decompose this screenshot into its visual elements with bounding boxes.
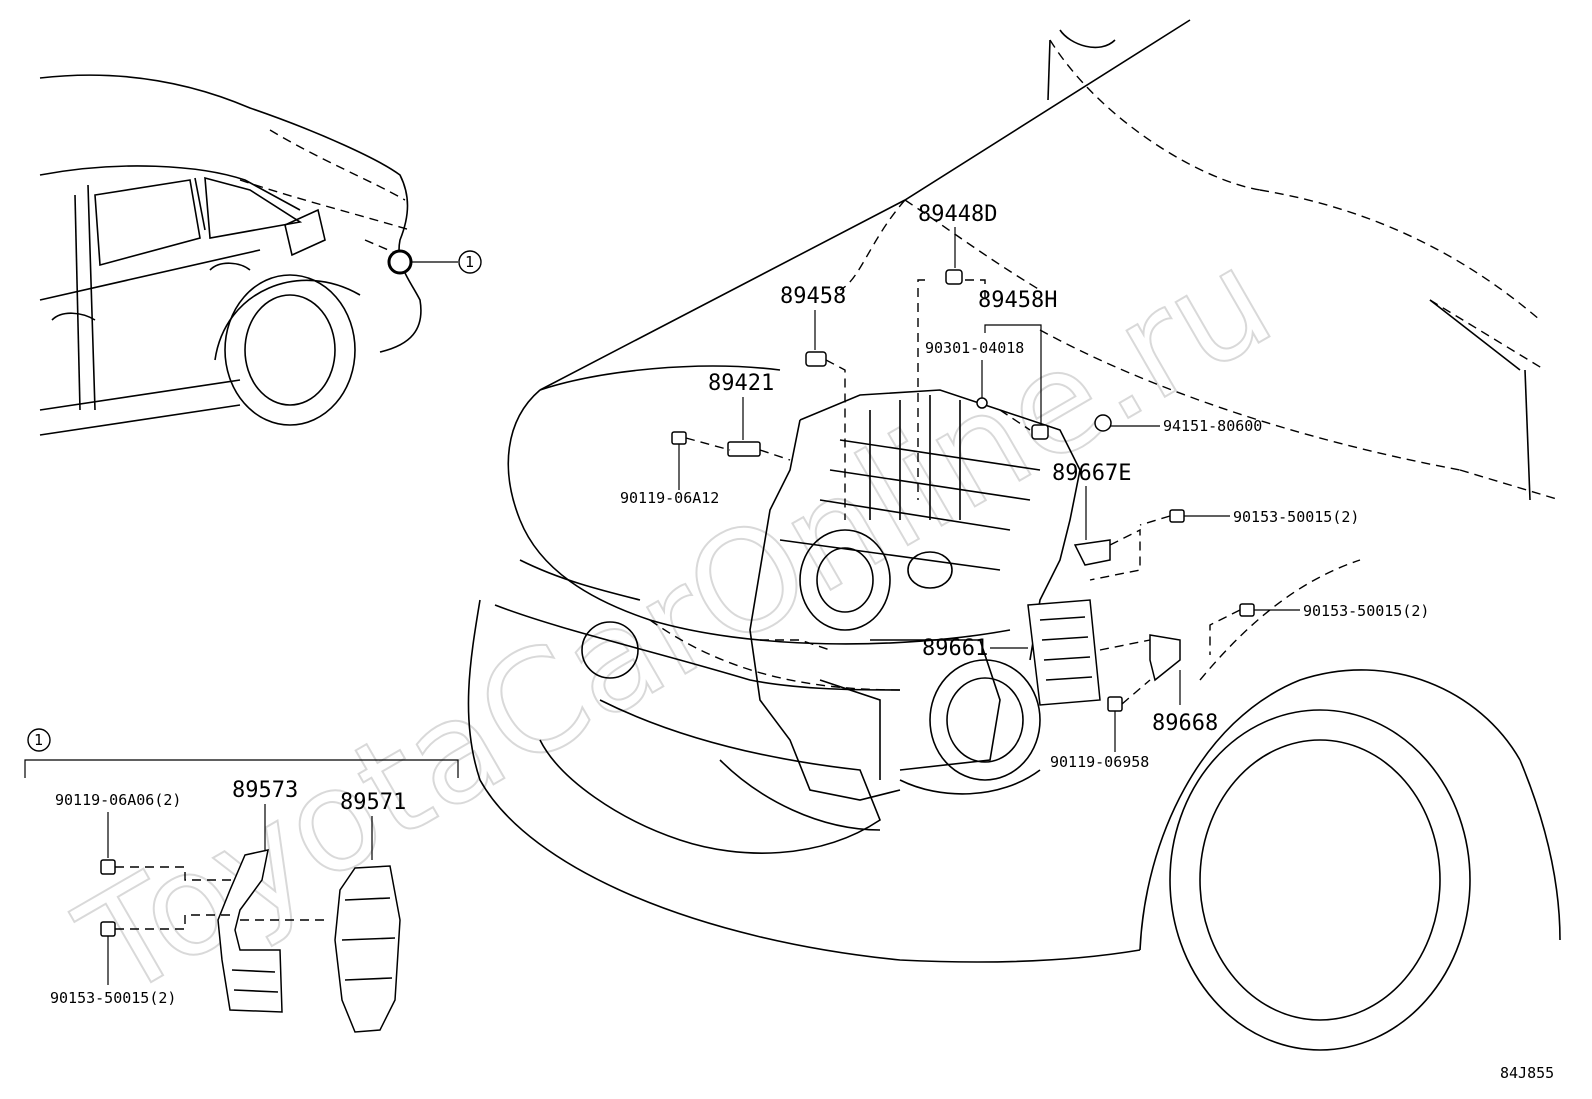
callout-marker-inset: 1 [34,731,43,749]
part-89458[interactable]: 89458 [780,284,846,520]
label-89573: 89573 [232,778,298,803]
part-89573[interactable]: 89573 [217,778,298,1013]
label-89458: 89458 [780,284,846,309]
label-89661: 89661 [922,636,988,661]
label-89458h: 89458H [978,288,1057,313]
detail-inset: 1 90119-06A06(2) 89573 89571 [24,728,459,1033]
label-90153-50015-upper: 90153-50015(2) [1233,508,1359,526]
part-89571[interactable]: 89571 [240,790,406,1033]
part-90119-06a12[interactable]: 90119-06A12 [620,431,731,507]
label-90153-50015-inset: 90153-50015(2) [50,989,176,1007]
front-car-view [467,19,1561,1051]
label-89421: 89421 [708,371,774,396]
label-90119-06958: 90119-06958 [1050,753,1149,771]
engine-block [749,389,1081,801]
part-94151-80600[interactable]: 94151-80600 [1094,414,1262,435]
rear-car-view: 1 [39,74,482,436]
part-90153-50015-upper[interactable]: 90153-50015(2) [1139,508,1359,526]
label-89571: 89571 [340,790,406,815]
part-90119-06a06[interactable]: 90119-06A06(2) [55,791,232,881]
callout-marker-rear: 1 [465,253,474,271]
label-90153-50015-right: 90153-50015(2) [1303,602,1429,620]
part-89668[interactable]: 89668 [1149,634,1218,736]
part-89421[interactable]: 89421 [708,371,791,461]
part-90301-04018[interactable]: 90301-04018 [925,339,1024,409]
part-89661[interactable]: 89661 [922,599,1151,706]
label-89448d: 89448D [918,202,997,227]
reference-code: 84J855 [1500,1064,1554,1082]
label-90301-04018: 90301-04018 [925,339,1024,357]
part-90153-50015-right[interactable]: 90153-50015(2) [1209,602,1429,655]
part-89458h[interactable]: 89458H [978,288,1057,440]
label-89668: 89668 [1152,711,1218,736]
part-90119-06958[interactable]: 90119-06958 [1050,679,1151,771]
label-90119-06a12: 90119-06A12 [620,489,719,507]
part-89448d[interactable]: 89448D [917,202,997,500]
part-90153-50015-inset[interactable]: 90153-50015(2) [50,914,230,1007]
part-89667e[interactable]: 89667E [1052,461,1141,581]
label-90119-06a06: 90119-06A06(2) [55,791,181,809]
label-94151-80600: 94151-80600 [1163,417,1262,435]
label-89667e: 89667E [1052,461,1131,486]
